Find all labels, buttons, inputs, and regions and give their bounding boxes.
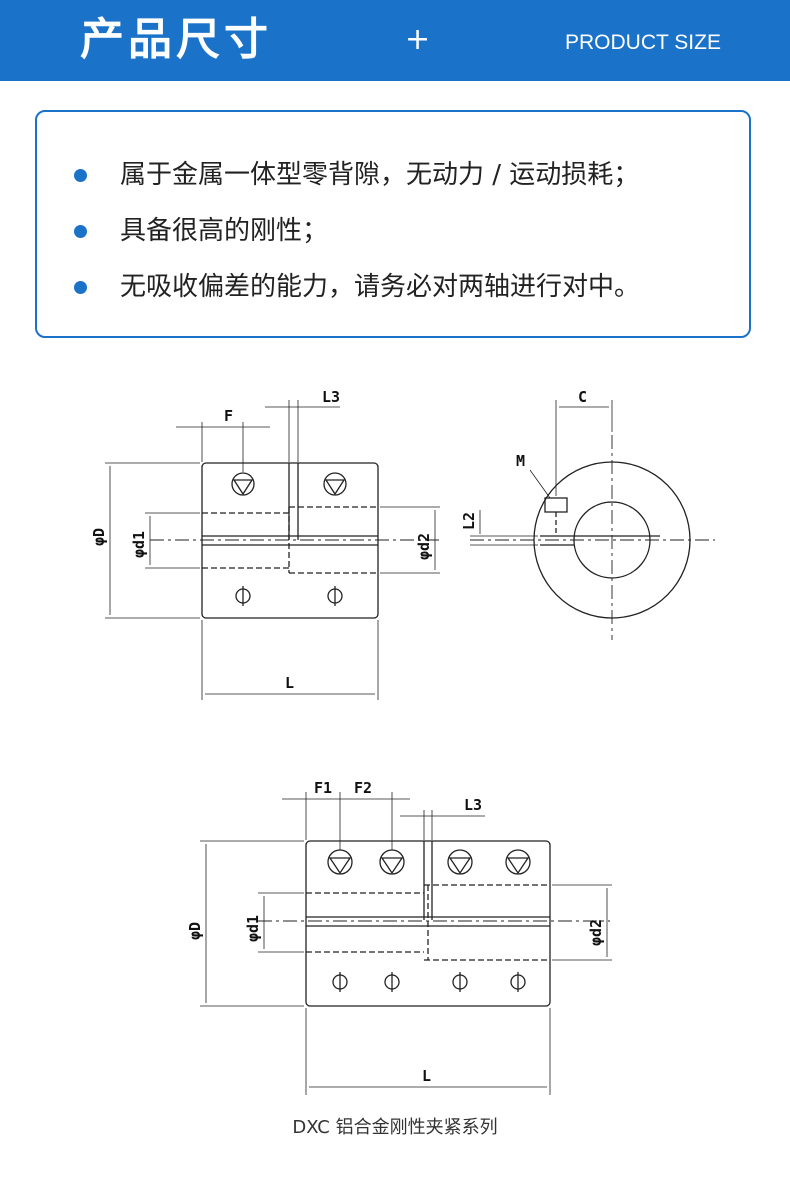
dim-label-l3: L3 [464, 796, 482, 814]
dim-label-l: L [285, 674, 294, 692]
dim-label-f1: F1 [314, 779, 332, 797]
feature-text: 无吸收偏差的能力，请务必对两轴进行对中。 [120, 272, 641, 302]
feature-text: 属于金属一体型零背隙，无动力 / 运动损耗； [120, 160, 640, 190]
header-banner: 产品尺寸 + PRODUCT SIZE [0, 0, 790, 81]
dim-label-d1: φd1 [244, 915, 262, 942]
feature-text: 具备很高的刚性； [120, 216, 329, 246]
dim-label-f: F [224, 407, 233, 425]
dim-label-l: L [422, 1067, 431, 1085]
dim-label-f2: F2 [354, 779, 372, 797]
dim-label-d1: φd1 [130, 531, 148, 558]
dim-label-d: φD [90, 528, 108, 546]
bullet-icon [74, 225, 87, 238]
dim-label-c: C [578, 388, 587, 406]
bullet-icon [74, 169, 87, 182]
dim-label-d2: φd2 [415, 533, 433, 560]
dim-label-d: φD [186, 922, 204, 940]
plus-icon: + [405, 22, 431, 57]
coupling-diagram-single: F L3 φD φd1 φd2 L C M L2 [90, 388, 715, 700]
section-title-en: PRODUCT SIZE [565, 31, 721, 54]
dim-label-l3: L3 [322, 388, 340, 406]
coupling-diagram-double: F1 F2 L3 φD φd1 φd2 L [186, 779, 612, 1095]
bullet-icon [74, 281, 87, 294]
dim-label-l2: L2 [460, 512, 478, 530]
dim-label-m: M [516, 452, 525, 470]
section-title-cn: 产品尺寸 [80, 14, 272, 65]
feature-box: 属于金属一体型零背隙，无动力 / 运动损耗； 具备很高的刚性； 无吸收偏差的能力… [35, 110, 751, 338]
diagram-caption: DXC 铝合金刚性夹紧系列 [292, 1117, 498, 1138]
dim-label-d2: φd2 [587, 919, 605, 946]
